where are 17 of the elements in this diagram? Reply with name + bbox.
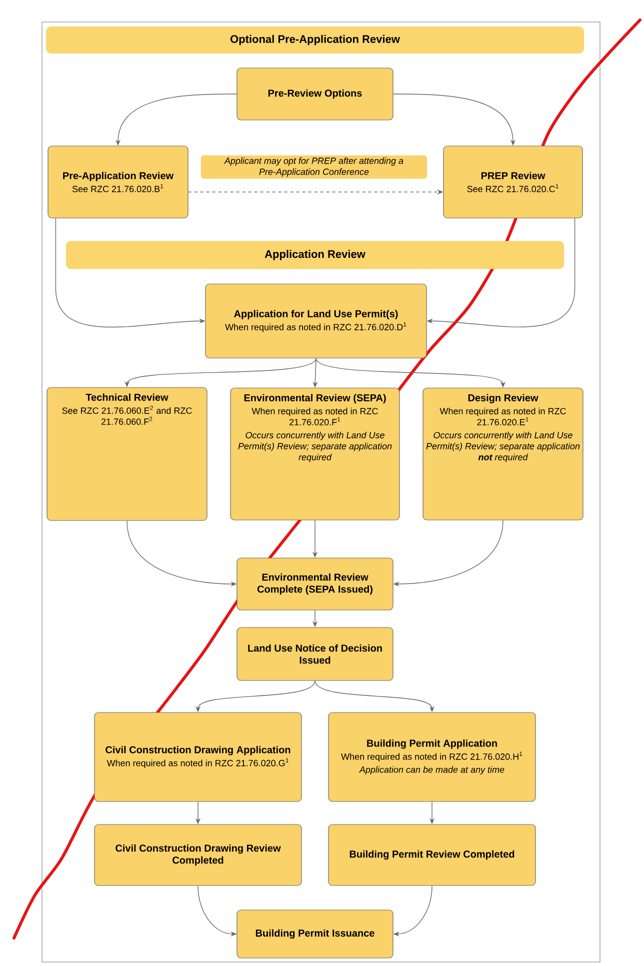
process-box: Environmental Review Complete (SEPA Issued) xyxy=(236,558,394,610)
process-box: Environmental Review (SEPA) When required as noted in RZC 21.76.020.F$^{1}$ Occurs concurrently with Land Use Permit(s) Review; separate application required xyxy=(230,388,400,520)
process-box: Design Review When required as noted in RZC 21.76.020.E$^{1}$ Occurs concurrently with Land Use Permit(s) Review; separate application not required xyxy=(422,388,584,520)
process-box: Civil Construction Drawing Application When required as noted in RZC 21.76.020.G$^{1}$ xyxy=(94,712,302,802)
process-box: Land Use Notice of Decision Issued xyxy=(236,627,394,681)
process-box: Pre-Application Review See RZC 21.76.020.B$^{1}$ xyxy=(48,146,188,218)
process-box: Building Permit Application When required as noted in RZC 21.76.020.H$^{1}$ Application can be made at any time xyxy=(328,712,536,802)
edge-label: Applicant may opt for PREP after attending a Pre-Application Conference xyxy=(201,155,427,179)
process-box: Building Permit Issuance xyxy=(236,910,394,958)
process-box: Technical Review See RZC 21.76.060.E$^{2}$ and RZC 21.76.060.F$^{2}$ xyxy=(46,387,208,521)
section-band: Optional Pre-Application Review xyxy=(46,26,584,54)
process-box: Pre-Review Options xyxy=(236,68,394,120)
process-box: Application for Land Use Permit(s) When required as noted in RZC 21.76.020.D$^{1}$ xyxy=(205,284,427,358)
process-box: Civil Construction Drawing Review Completed xyxy=(94,824,302,886)
process-box: Building Permit Review Completed xyxy=(328,824,536,886)
process-box: PREP Review See RZC 21.76.020.C$^{1}$ xyxy=(443,146,583,218)
section-band: Application Review xyxy=(66,241,564,269)
